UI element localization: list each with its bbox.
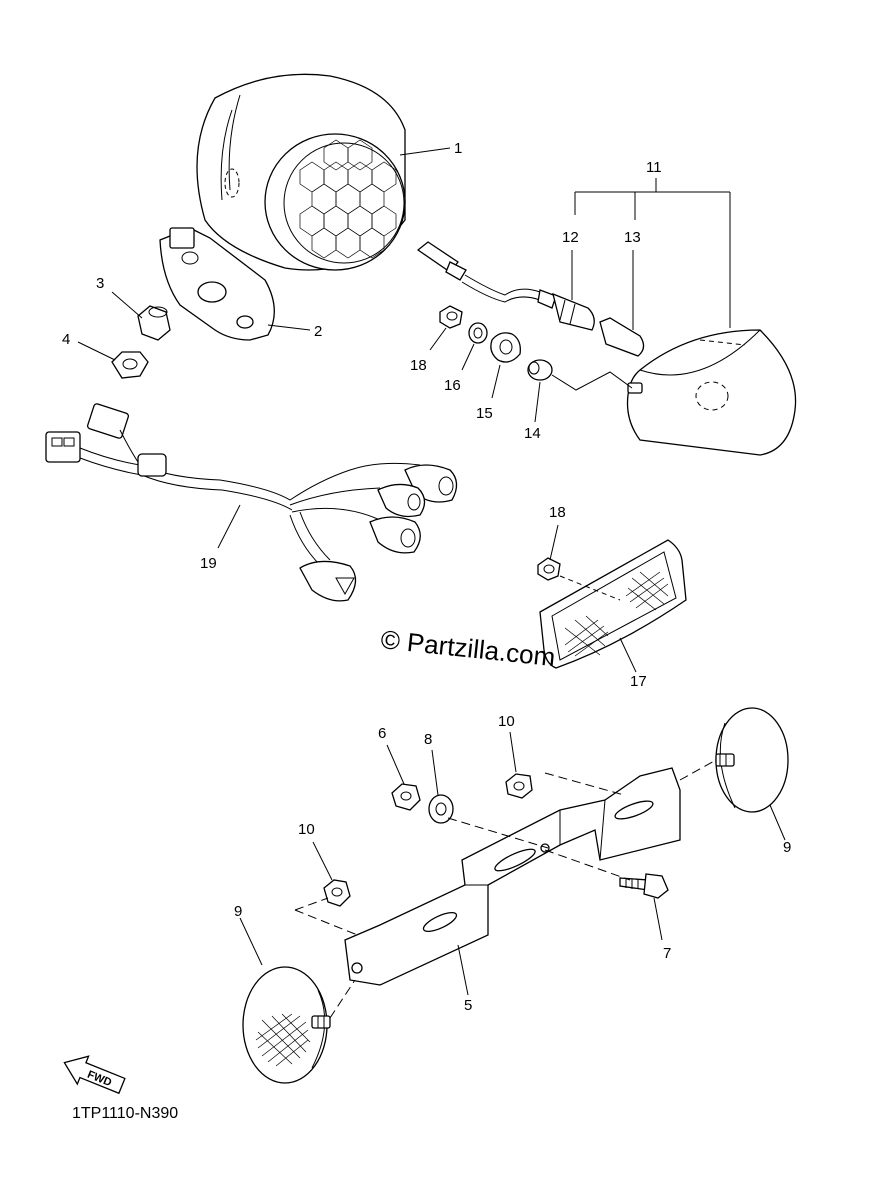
bolt-part-7 bbox=[620, 874, 668, 940]
callout-10-lower: 10 bbox=[298, 821, 315, 838]
stay-part-5 bbox=[345, 768, 680, 995]
callout-9-right: 9 bbox=[783, 839, 791, 856]
callout-13: 13 bbox=[624, 229, 641, 246]
tail-light-bracket bbox=[160, 228, 310, 340]
callout-1: 1 bbox=[454, 140, 462, 157]
collar-part-3 bbox=[112, 292, 170, 340]
nut-part-10-lower bbox=[313, 842, 350, 906]
diagram-code: 1TP1110-N390 bbox=[72, 1105, 178, 1122]
socket-cord-part-12 bbox=[418, 242, 594, 330]
bulb-part-13 bbox=[600, 318, 644, 356]
callout-9-left: 9 bbox=[234, 903, 242, 920]
callout-labels: 1 2 3 4 11 12 13 18 16 15 14 19 18 17 10… bbox=[62, 140, 791, 1014]
wire-harness bbox=[46, 403, 457, 601]
callout-19: 19 bbox=[200, 555, 217, 572]
nut-part-4 bbox=[78, 342, 148, 378]
flasher-hardware bbox=[430, 306, 632, 422]
callout-4: 4 bbox=[62, 331, 70, 348]
flasher-part-9-left bbox=[240, 918, 330, 1083]
callout-18-upper: 18 bbox=[410, 357, 427, 374]
callout-14: 14 bbox=[524, 425, 541, 442]
callout-5: 5 bbox=[464, 997, 472, 1014]
tail-light-assembly bbox=[197, 74, 450, 270]
reflector-part-17 bbox=[538, 525, 686, 672]
callout-8: 8 bbox=[424, 731, 432, 748]
nut-part-10-upper bbox=[506, 732, 532, 798]
callout-11: 11 bbox=[646, 159, 662, 176]
flasher-part-9-right bbox=[716, 708, 788, 840]
callout-15: 15 bbox=[476, 405, 493, 422]
callout-6: 6 bbox=[378, 725, 386, 742]
assembly-dash-lines bbox=[295, 760, 716, 1018]
washer-part-8 bbox=[429, 750, 453, 823]
flasher-callout-lines bbox=[572, 178, 730, 330]
callout-10-upper: 10 bbox=[498, 713, 515, 730]
callout-2: 2 bbox=[314, 323, 322, 340]
callout-3: 3 bbox=[96, 275, 104, 292]
callout-16: 16 bbox=[444, 377, 461, 394]
callout-17: 17 bbox=[630, 673, 647, 690]
callout-12: 12 bbox=[562, 229, 579, 246]
watermark: © Partzilla.com bbox=[379, 624, 556, 672]
flasher-light-assembly bbox=[628, 330, 796, 455]
callout-7: 7 bbox=[663, 945, 671, 962]
fwd-arrow-icon: FWD bbox=[59, 1049, 128, 1100]
nut-part-6 bbox=[387, 745, 420, 810]
callout-18-lower: 18 bbox=[549, 504, 566, 521]
